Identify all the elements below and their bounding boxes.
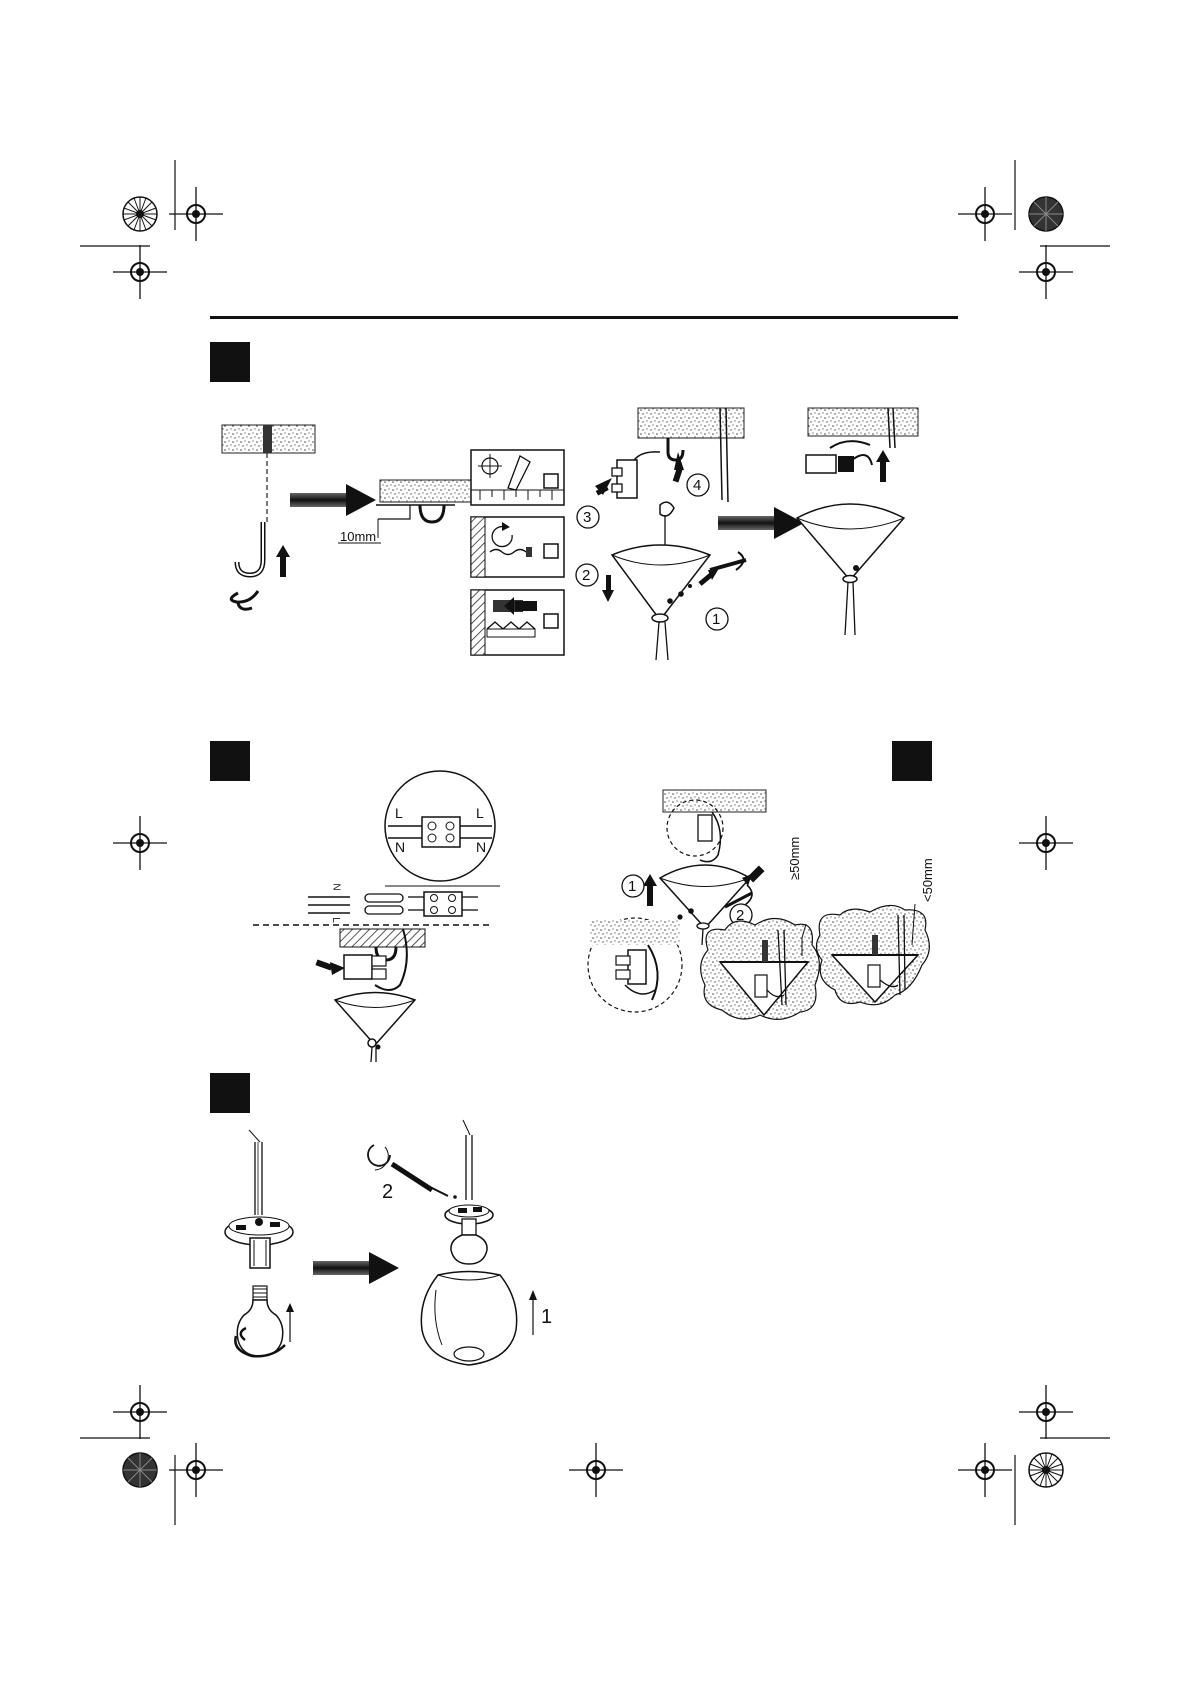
wiring-figure xyxy=(253,771,500,1062)
arrow-up-icon xyxy=(876,450,890,482)
distance-lt50-label: <50mm xyxy=(921,858,934,902)
bulb-fitting-figure xyxy=(225,1130,294,1356)
step-circle-3-label: 3 xyxy=(583,510,591,525)
step-circle-1-label: 1 xyxy=(712,612,720,627)
push-step-2-label: 2 xyxy=(736,908,744,923)
wire-tag-N-label: N xyxy=(331,883,341,890)
detail-circle-figure xyxy=(588,918,682,1012)
step-circle-4-label: 4 xyxy=(693,478,701,493)
option-panel-mark xyxy=(471,450,564,505)
distance-ge50-figure xyxy=(701,919,820,1020)
option-panel-drill xyxy=(471,517,564,577)
wire-tag-L-label: L xyxy=(330,917,340,923)
shade-step-1-label: 1 xyxy=(541,1307,552,1327)
shade-fitting-figure xyxy=(368,1120,537,1365)
arrow-right-icon xyxy=(313,1252,399,1284)
arrow-right-icon xyxy=(290,484,376,516)
pull-step-1-label: 1 xyxy=(628,879,636,894)
arrow-right-icon xyxy=(718,507,804,539)
gap-measure-label: 10mm xyxy=(340,530,376,543)
terminal-N-right-label: N xyxy=(476,840,486,854)
ceiling-hook-figure xyxy=(222,425,315,609)
shade-step-2-label: 2 xyxy=(382,1182,393,1202)
arrow-up-icon xyxy=(643,874,657,906)
option-panel-plug xyxy=(471,590,564,655)
arrow-up-icon xyxy=(276,545,290,577)
canopy-mounted-figure xyxy=(797,408,918,635)
terminal-L-left-label: L xyxy=(395,806,403,820)
terminal-N-left-label: N xyxy=(395,840,405,854)
distance-lt50-figure xyxy=(816,904,929,1005)
distance-ge50-label: ≥50mm xyxy=(788,837,801,880)
terminal-L-right-label: L xyxy=(476,806,484,820)
step-circle-2-label: 2 xyxy=(582,568,590,583)
canopy-assembly-figure xyxy=(576,408,746,660)
